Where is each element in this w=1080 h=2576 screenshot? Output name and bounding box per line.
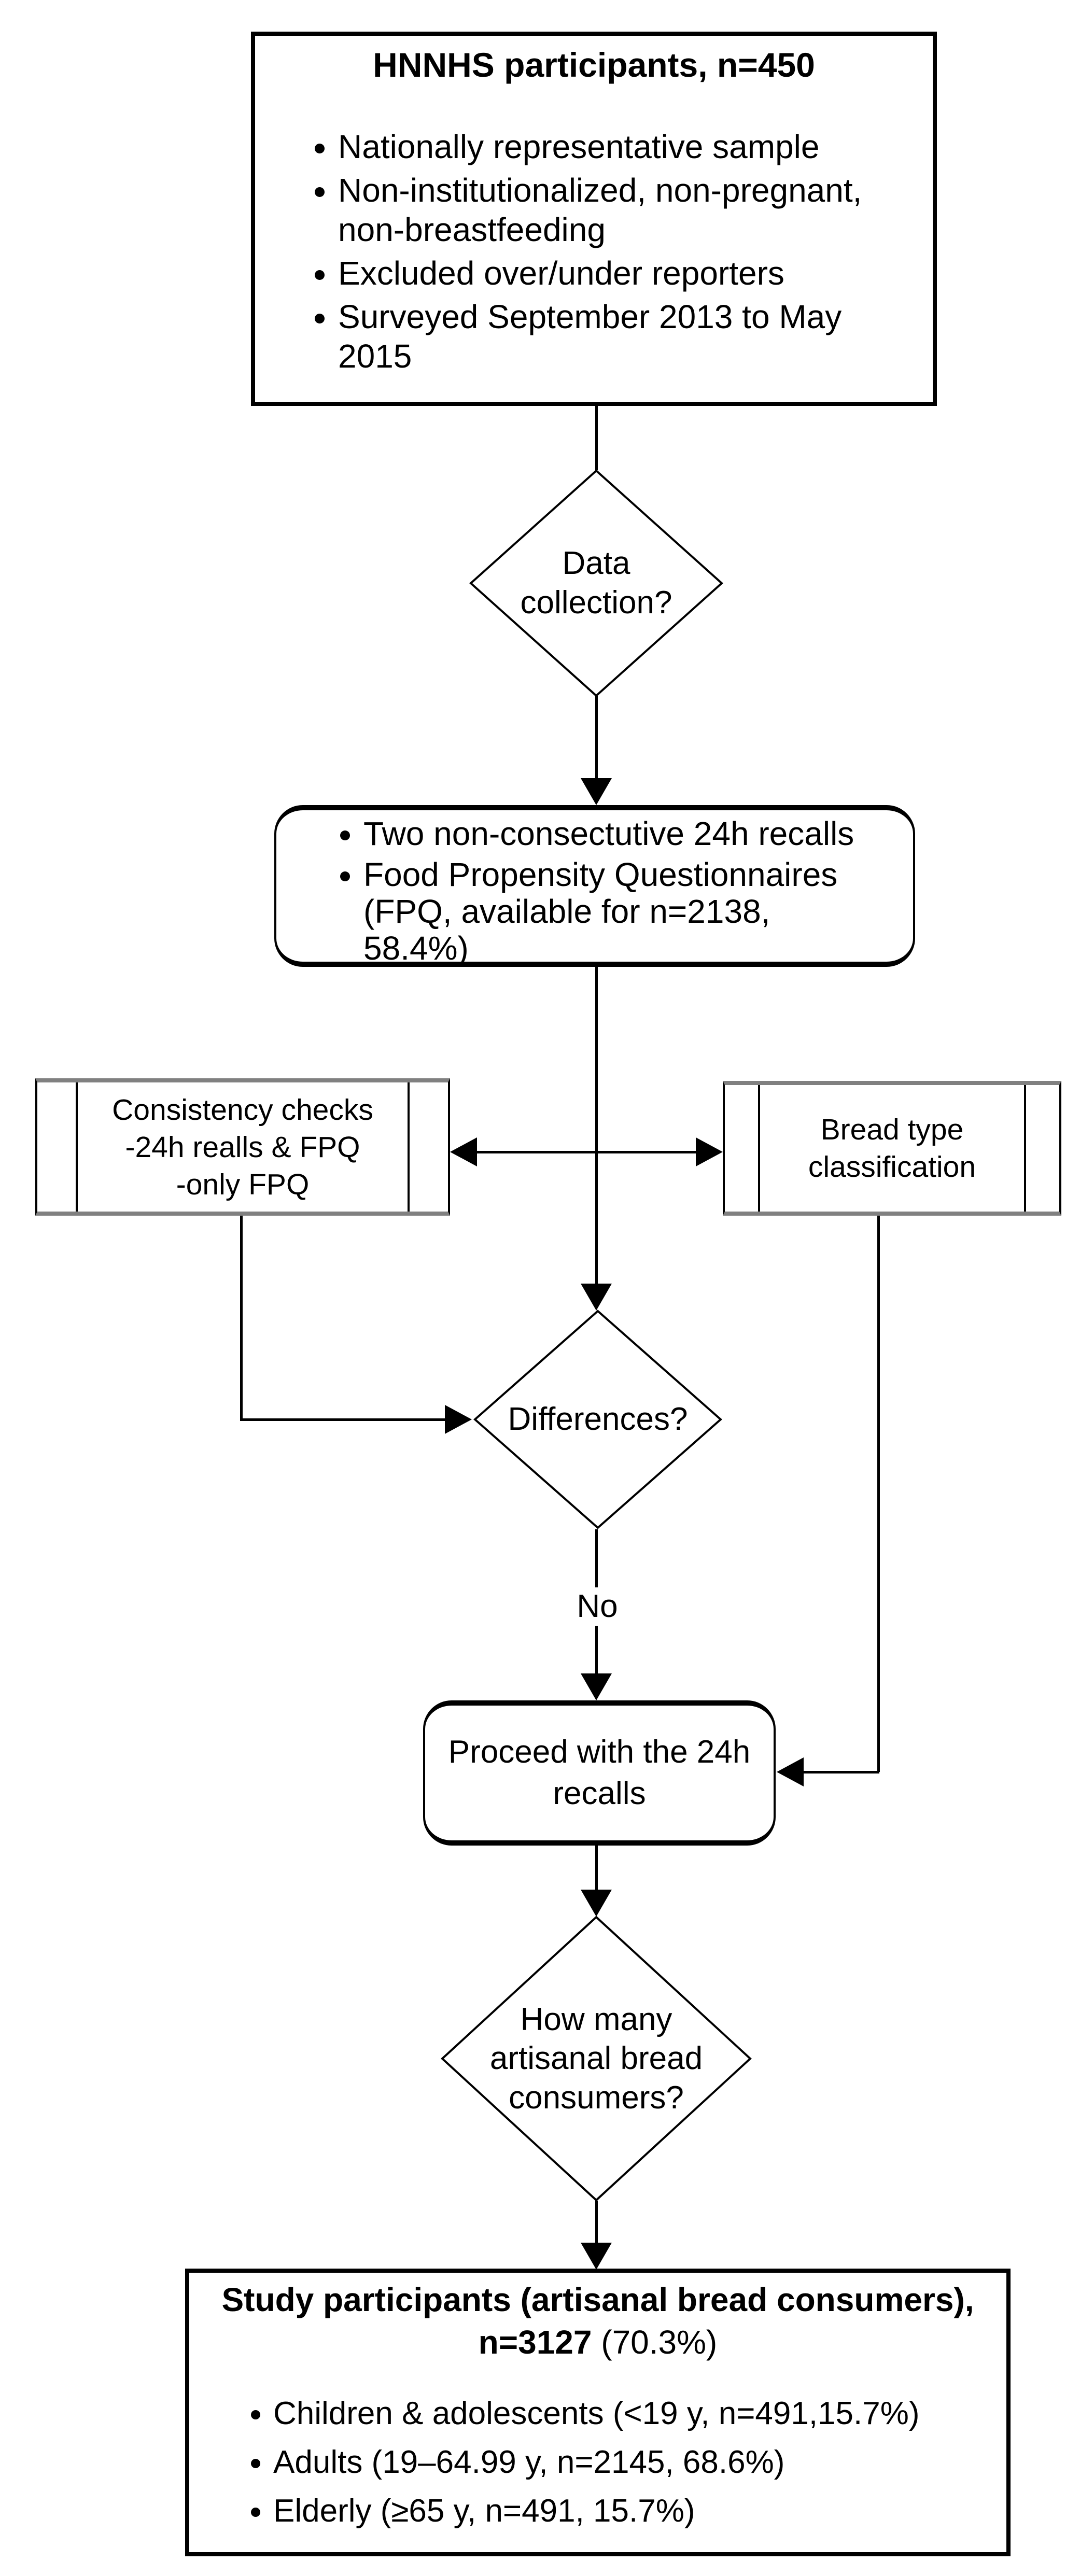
list-item: Children & adolescents (<19 y, n=491,15.…: [273, 2396, 978, 2431]
process-side-bar: [1024, 1085, 1026, 1212]
bread-line-2: classification: [808, 1150, 976, 1184]
proceed-box: Proceed with the 24h recalls: [423, 1700, 776, 1846]
list-item: Two non-consectutive 24h recalls: [363, 815, 874, 852]
decision-label-wrap: Data collection?: [469, 469, 723, 697]
diamond-shape: [473, 1310, 722, 1529]
list-item: Elderly (≥65 y, n=491, 15.7%): [273, 2494, 978, 2529]
bread-label-wrap: Bread type classification: [725, 1085, 1059, 1212]
consistency-line-3: -only FPQ: [176, 1167, 310, 1201]
connector-line: [595, 2201, 598, 2244]
result-bullet-list: Children & adolescents (<19 y, n=491,15.…: [232, 2396, 978, 2529]
arrowhead-down-icon: [581, 1890, 612, 1917]
consistency-checks-box: Consistency checks -24h realls & FPQ -on…: [35, 1078, 450, 1216]
list-item: Non-institutionalized, non-pregnant, non…: [338, 171, 888, 249]
connector-line: [240, 1418, 447, 1421]
connector-line: [240, 1216, 243, 1420]
decision-label: How many artisanal bread consumers?: [489, 2001, 703, 2116]
participants-box-title: HNNHS participants, n=450: [373, 46, 815, 84]
arrowhead-down-icon: [581, 1673, 612, 1700]
result-box-title: Study participants (artisanal bread cons…: [221, 2281, 974, 2318]
decision-data-collection: Data collection?: [469, 469, 723, 697]
proceed-label-wrap: Proceed with the 24h recalls: [425, 1706, 774, 1840]
consistency-label: Consistency checks -24h realls & FPQ -on…: [112, 1091, 373, 1203]
methods-bullet-list: Two non-consectutive 24h recalls Food Pr…: [322, 815, 874, 967]
bread-classification-box: Bread type classification: [723, 1081, 1061, 1216]
consistency-line-2: -24h realls & FPQ: [125, 1130, 360, 1164]
arrowhead-right-icon: [445, 1405, 472, 1434]
connector-line: [877, 1216, 880, 1772]
diamond-shape: [441, 1916, 752, 2202]
bread-line-1: Bread type: [820, 1113, 964, 1146]
result-box: Study participants (artisanal bread cons…: [185, 2269, 1011, 2556]
process-side-bar: [76, 1082, 78, 1212]
diamond-outline: [441, 1916, 752, 2202]
bread-label: Bread type classification: [808, 1111, 976, 1186]
proceed-label: Proceed with the 24h recalls: [448, 1734, 751, 1811]
connector-line: [803, 1771, 879, 1773]
decision-differences: Differences?: [473, 1310, 722, 1529]
consistency-line-1: Consistency checks: [112, 1093, 373, 1127]
decision-label: Data collection?: [520, 545, 672, 621]
arrowhead-down-icon: [581, 2243, 612, 2270]
connector-line: [595, 1846, 598, 1891]
edge-label-no: No: [568, 1587, 626, 1626]
list-item: Food Propensity Questionnaires (FPQ, ava…: [363, 856, 874, 967]
list-item: Adults (19–64.99 y, n=2145, 68.6%): [273, 2445, 978, 2480]
participants-box: HNNHS participants, n=450 Nationally rep…: [251, 32, 937, 406]
list-item: Excluded over/under reporters: [338, 254, 888, 293]
arrowhead-right-icon: [696, 1137, 723, 1166]
participants-bullet-list: Nationally representative sample Non-ins…: [296, 127, 888, 376]
diamond-outline: [469, 469, 723, 697]
result-pct-value: (70.3%): [601, 2324, 718, 2361]
list-item: Surveyed September 2013 to May 2015: [338, 297, 888, 376]
connector-line: [595, 406, 598, 470]
arrowhead-left-icon: [777, 1757, 804, 1786]
decision-label: Differences?: [508, 1401, 688, 1438]
arrowhead-down-icon: [581, 778, 612, 805]
result-n-value: n=3127: [478, 2324, 592, 2361]
list-item: Nationally representative sample: [338, 127, 888, 166]
diamond-outline: [473, 1310, 722, 1529]
result-box-subtitle: n=3127 (70.3%): [189, 2320, 1006, 2364]
connector-line: [595, 696, 598, 779]
process-side-bar: [408, 1082, 410, 1212]
consistency-label-wrap: Consistency checks -24h realls & FPQ -on…: [37, 1082, 448, 1212]
process-side-bar: [758, 1085, 760, 1212]
diamond-shape: [469, 469, 723, 697]
methods-box: Two non-consectutive 24h recalls Food Pr…: [274, 805, 915, 967]
decision-label-wrap: How many artisanal bread consumers?: [441, 1916, 752, 2202]
decision-consumers: How many artisanal bread consumers?: [441, 1916, 752, 2202]
decision-label-wrap: Differences?: [473, 1310, 722, 1529]
arrowhead-left-icon: [450, 1137, 477, 1166]
connector-line: [476, 1151, 696, 1153]
connector-line: [595, 967, 598, 1284]
arrowhead-down-icon: [581, 1284, 612, 1311]
